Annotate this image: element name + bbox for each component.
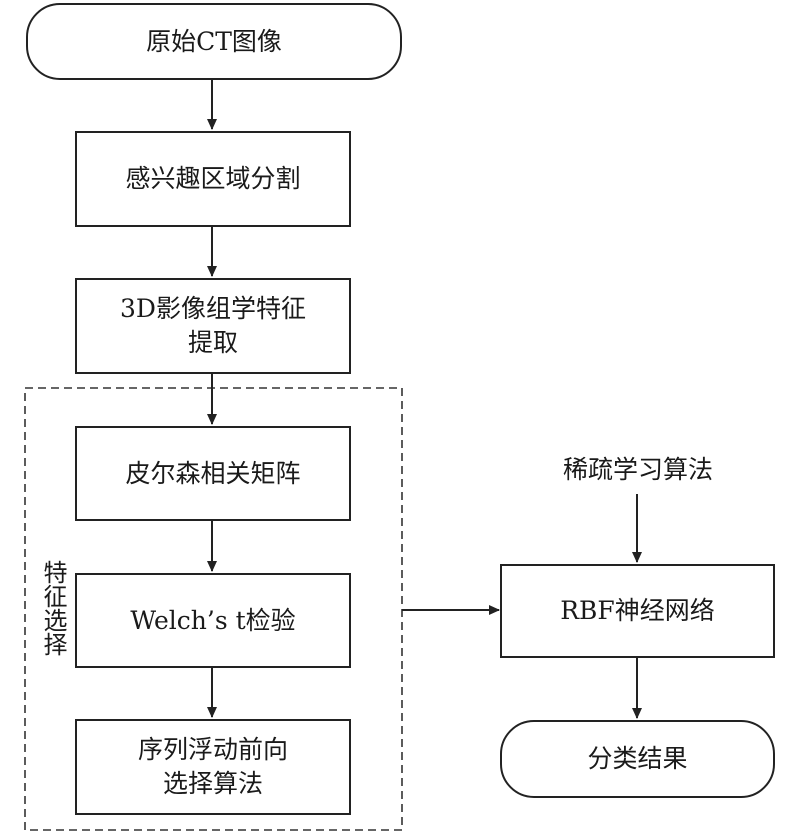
radiomics-extraction-label: 3D影像组学特征 提取 bbox=[120, 294, 306, 357]
classification-result-label: 分类结果 bbox=[587, 744, 688, 773]
sparse-learning-label: 稀疏学习算法 bbox=[563, 455, 714, 484]
original-ct-image-label: 原始CT图像 bbox=[146, 26, 282, 56]
pearson-correlation-label: 皮尔森相关矩阵 bbox=[125, 458, 301, 488]
classification-result-node: 分类结果 bbox=[500, 720, 775, 798]
roi-segmentation-node: 感兴趣区域分割 bbox=[75, 131, 351, 227]
sffs-label: 序列浮动前向 选择算法 bbox=[137, 735, 288, 798]
feature-selection-group-label: 特征选择 bbox=[39, 560, 67, 656]
rbf-network-label: RBF神经网络 bbox=[560, 596, 715, 625]
original-ct-image-node: 原始CT图像 bbox=[26, 3, 402, 80]
welch-t-test-label: Welch’s t检验 bbox=[130, 605, 296, 635]
sffs-node: 序列浮动前向 选择算法 bbox=[75, 719, 351, 815]
welch-t-test-node: Welch’s t检验 bbox=[75, 573, 351, 668]
rbf-network-node: RBF神经网络 bbox=[500, 564, 775, 658]
roi-segmentation-label: 感兴趣区域分割 bbox=[125, 164, 301, 193]
pearson-correlation-node: 皮尔森相关矩阵 bbox=[75, 426, 351, 521]
radiomics-extraction-node: 3D影像组学特征 提取 bbox=[75, 278, 351, 374]
